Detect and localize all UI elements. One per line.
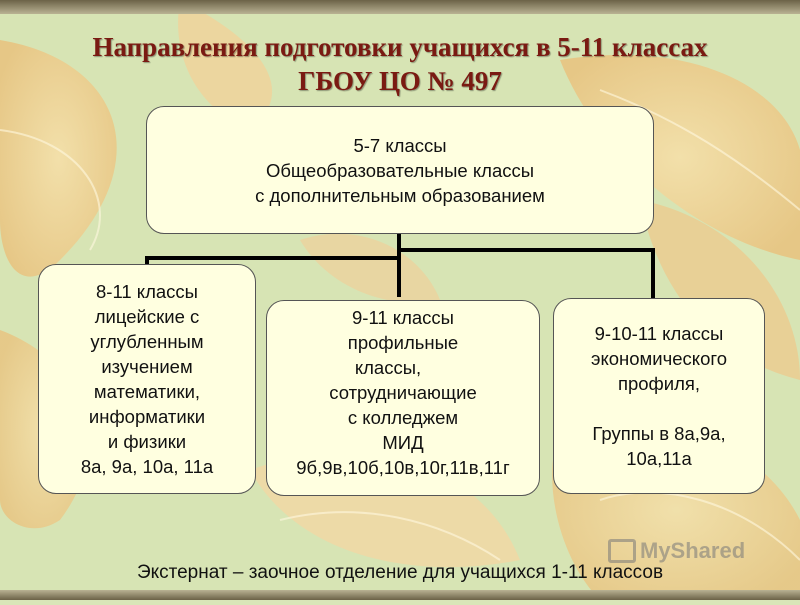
child-line: сотрудничающие (329, 382, 477, 403)
connector-left-drop (145, 256, 149, 268)
slide-title: Направления подготовки учащихся в 5-11 к… (0, 30, 800, 98)
title-line-1: Направления подготовки учащихся в 5-11 к… (92, 32, 708, 62)
child-line: лицейские с (94, 306, 200, 327)
child-box-lyceum: 8-11 классы лицейские с углубленным изуч… (38, 264, 256, 494)
child-line: классы, (354, 357, 422, 378)
child-line: 8-11 классы (96, 281, 198, 302)
child-line: профильные (347, 332, 459, 353)
child-line: 9-10-11 классы (594, 323, 724, 344)
child-line: 8а, 9а, 10а, 11а (80, 456, 214, 477)
child-line: математики, (93, 381, 201, 402)
child-line: информатики (88, 406, 206, 427)
child-line: Группы в 8а,9а, (592, 423, 726, 444)
child-line: и физики (107, 431, 187, 452)
child-box-economics: 9-10-11 классы экономического профиля, Г… (553, 298, 765, 494)
child-line: экономического (591, 348, 727, 369)
title-line-2: ГБОУ ЦО № 497 (298, 66, 502, 96)
top-band (0, 0, 800, 14)
child-line: 9-11 классы (352, 307, 454, 328)
child-line: 9б,9в,10б,10в,10г,11в,11г (296, 457, 510, 478)
root-line: Общеобразовательные классы (265, 159, 535, 181)
watermark: MyShared (608, 538, 745, 564)
root-box-5-7: 5-7 классы Общеобразовательные классы с … (146, 106, 654, 234)
connector-right-drop (651, 248, 655, 300)
child-line: МИД (382, 432, 424, 453)
watermark-text: MyShared (640, 538, 746, 563)
presentation-icon (608, 539, 636, 563)
child-line: профиля, (617, 373, 701, 394)
child-line: углубленным (90, 331, 204, 352)
child-line: изучением (101, 356, 193, 377)
connector-left-horizontal (145, 256, 399, 260)
root-line: 5-7 классы (353, 134, 447, 156)
child-box-profile: 9-11 классы профильные классы, сотруднич… (266, 300, 540, 496)
child-line: 10а,11а (626, 448, 692, 469)
child-line: с колледжем (347, 407, 459, 428)
footer-note: Экстернат – заочное отделение для учащих… (136, 562, 664, 583)
bottom-band (0, 590, 800, 600)
connector-right-horizontal (399, 248, 655, 252)
root-line: с дополнительным образованием (255, 184, 545, 206)
connector-root-trunk (397, 233, 401, 297)
